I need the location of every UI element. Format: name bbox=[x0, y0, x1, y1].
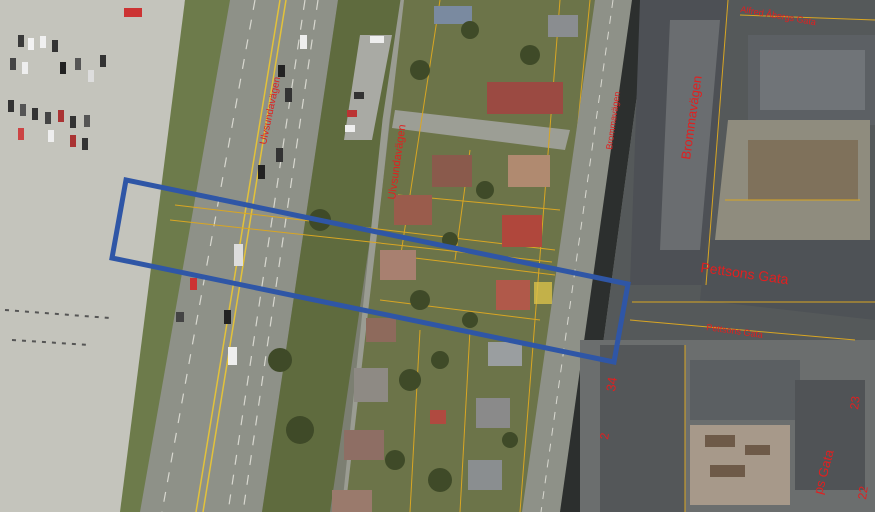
building-mid bbox=[700, 240, 875, 320]
building-lower-mid bbox=[690, 360, 800, 420]
address-2: 2 bbox=[597, 432, 612, 441]
crosswalk bbox=[534, 282, 552, 304]
highway-vehicles bbox=[176, 35, 307, 365]
address-23: 23 bbox=[847, 395, 863, 410]
small-parking-cars bbox=[345, 36, 384, 132]
highway-lane-lines bbox=[161, 0, 319, 512]
building-lower-left bbox=[600, 345, 685, 512]
building-lower-right bbox=[795, 380, 865, 490]
parking-markings bbox=[4, 309, 111, 346]
courtyard-features bbox=[705, 435, 770, 477]
parked-cars bbox=[8, 8, 142, 150]
trees bbox=[268, 21, 540, 492]
urban-property-lines bbox=[629, 0, 875, 512]
brommavagen-center-line bbox=[540, 0, 614, 512]
allotment-road bbox=[392, 110, 570, 150]
building-tall-roof bbox=[660, 20, 720, 250]
address-34: 34 bbox=[603, 376, 620, 392]
houses bbox=[332, 6, 578, 512]
study-area-boundary[interactable] bbox=[109, 177, 631, 365]
address-22: 22 bbox=[855, 485, 871, 500]
grass-verge-left bbox=[120, 0, 232, 512]
